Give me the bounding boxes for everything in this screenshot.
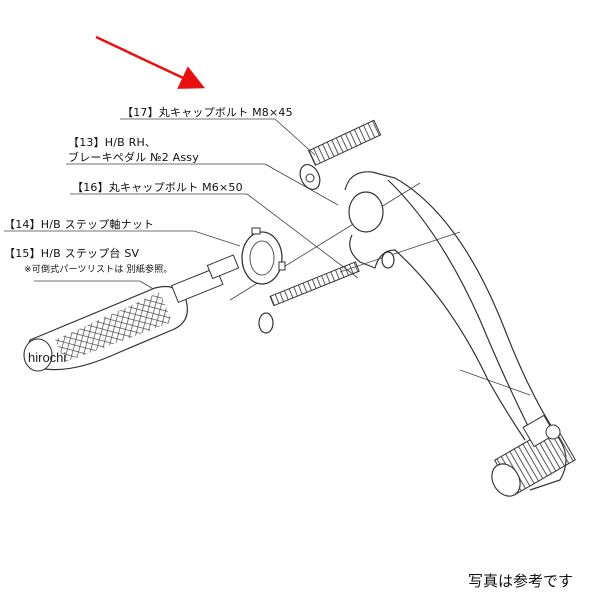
step-axle-nut-part <box>241 227 286 285</box>
watermark: hirochi <box>28 350 67 365</box>
part-label-14: 【14】H/B ステップ軸ナット <box>4 218 155 231</box>
brake-pedal-part <box>344 171 567 491</box>
part-label-13-line2: ブレーキペダル №2 Assy <box>68 151 199 164</box>
red-arrow-icon <box>95 35 206 89</box>
part-label-15: 【15】H/B ステップ台 SV <box>4 247 140 260</box>
part-label-17: 【17】丸キャップボルト M8×45 <box>122 106 293 119</box>
reference-photo-caption: 写真は参考です <box>468 572 574 590</box>
pedal-tip-part <box>491 414 576 497</box>
bolt-m8x45-part <box>299 119 382 190</box>
bolt-m6x50-part <box>258 261 360 334</box>
part-label-13: 【13】H/B RH、 <box>68 136 157 149</box>
footpeg-part <box>23 254 240 372</box>
part-label-16: 【16】丸キャップボルト M6×50 <box>72 181 243 194</box>
part-note-15: ※可倒式パーツリストは 別紙参照。 <box>24 265 173 275</box>
